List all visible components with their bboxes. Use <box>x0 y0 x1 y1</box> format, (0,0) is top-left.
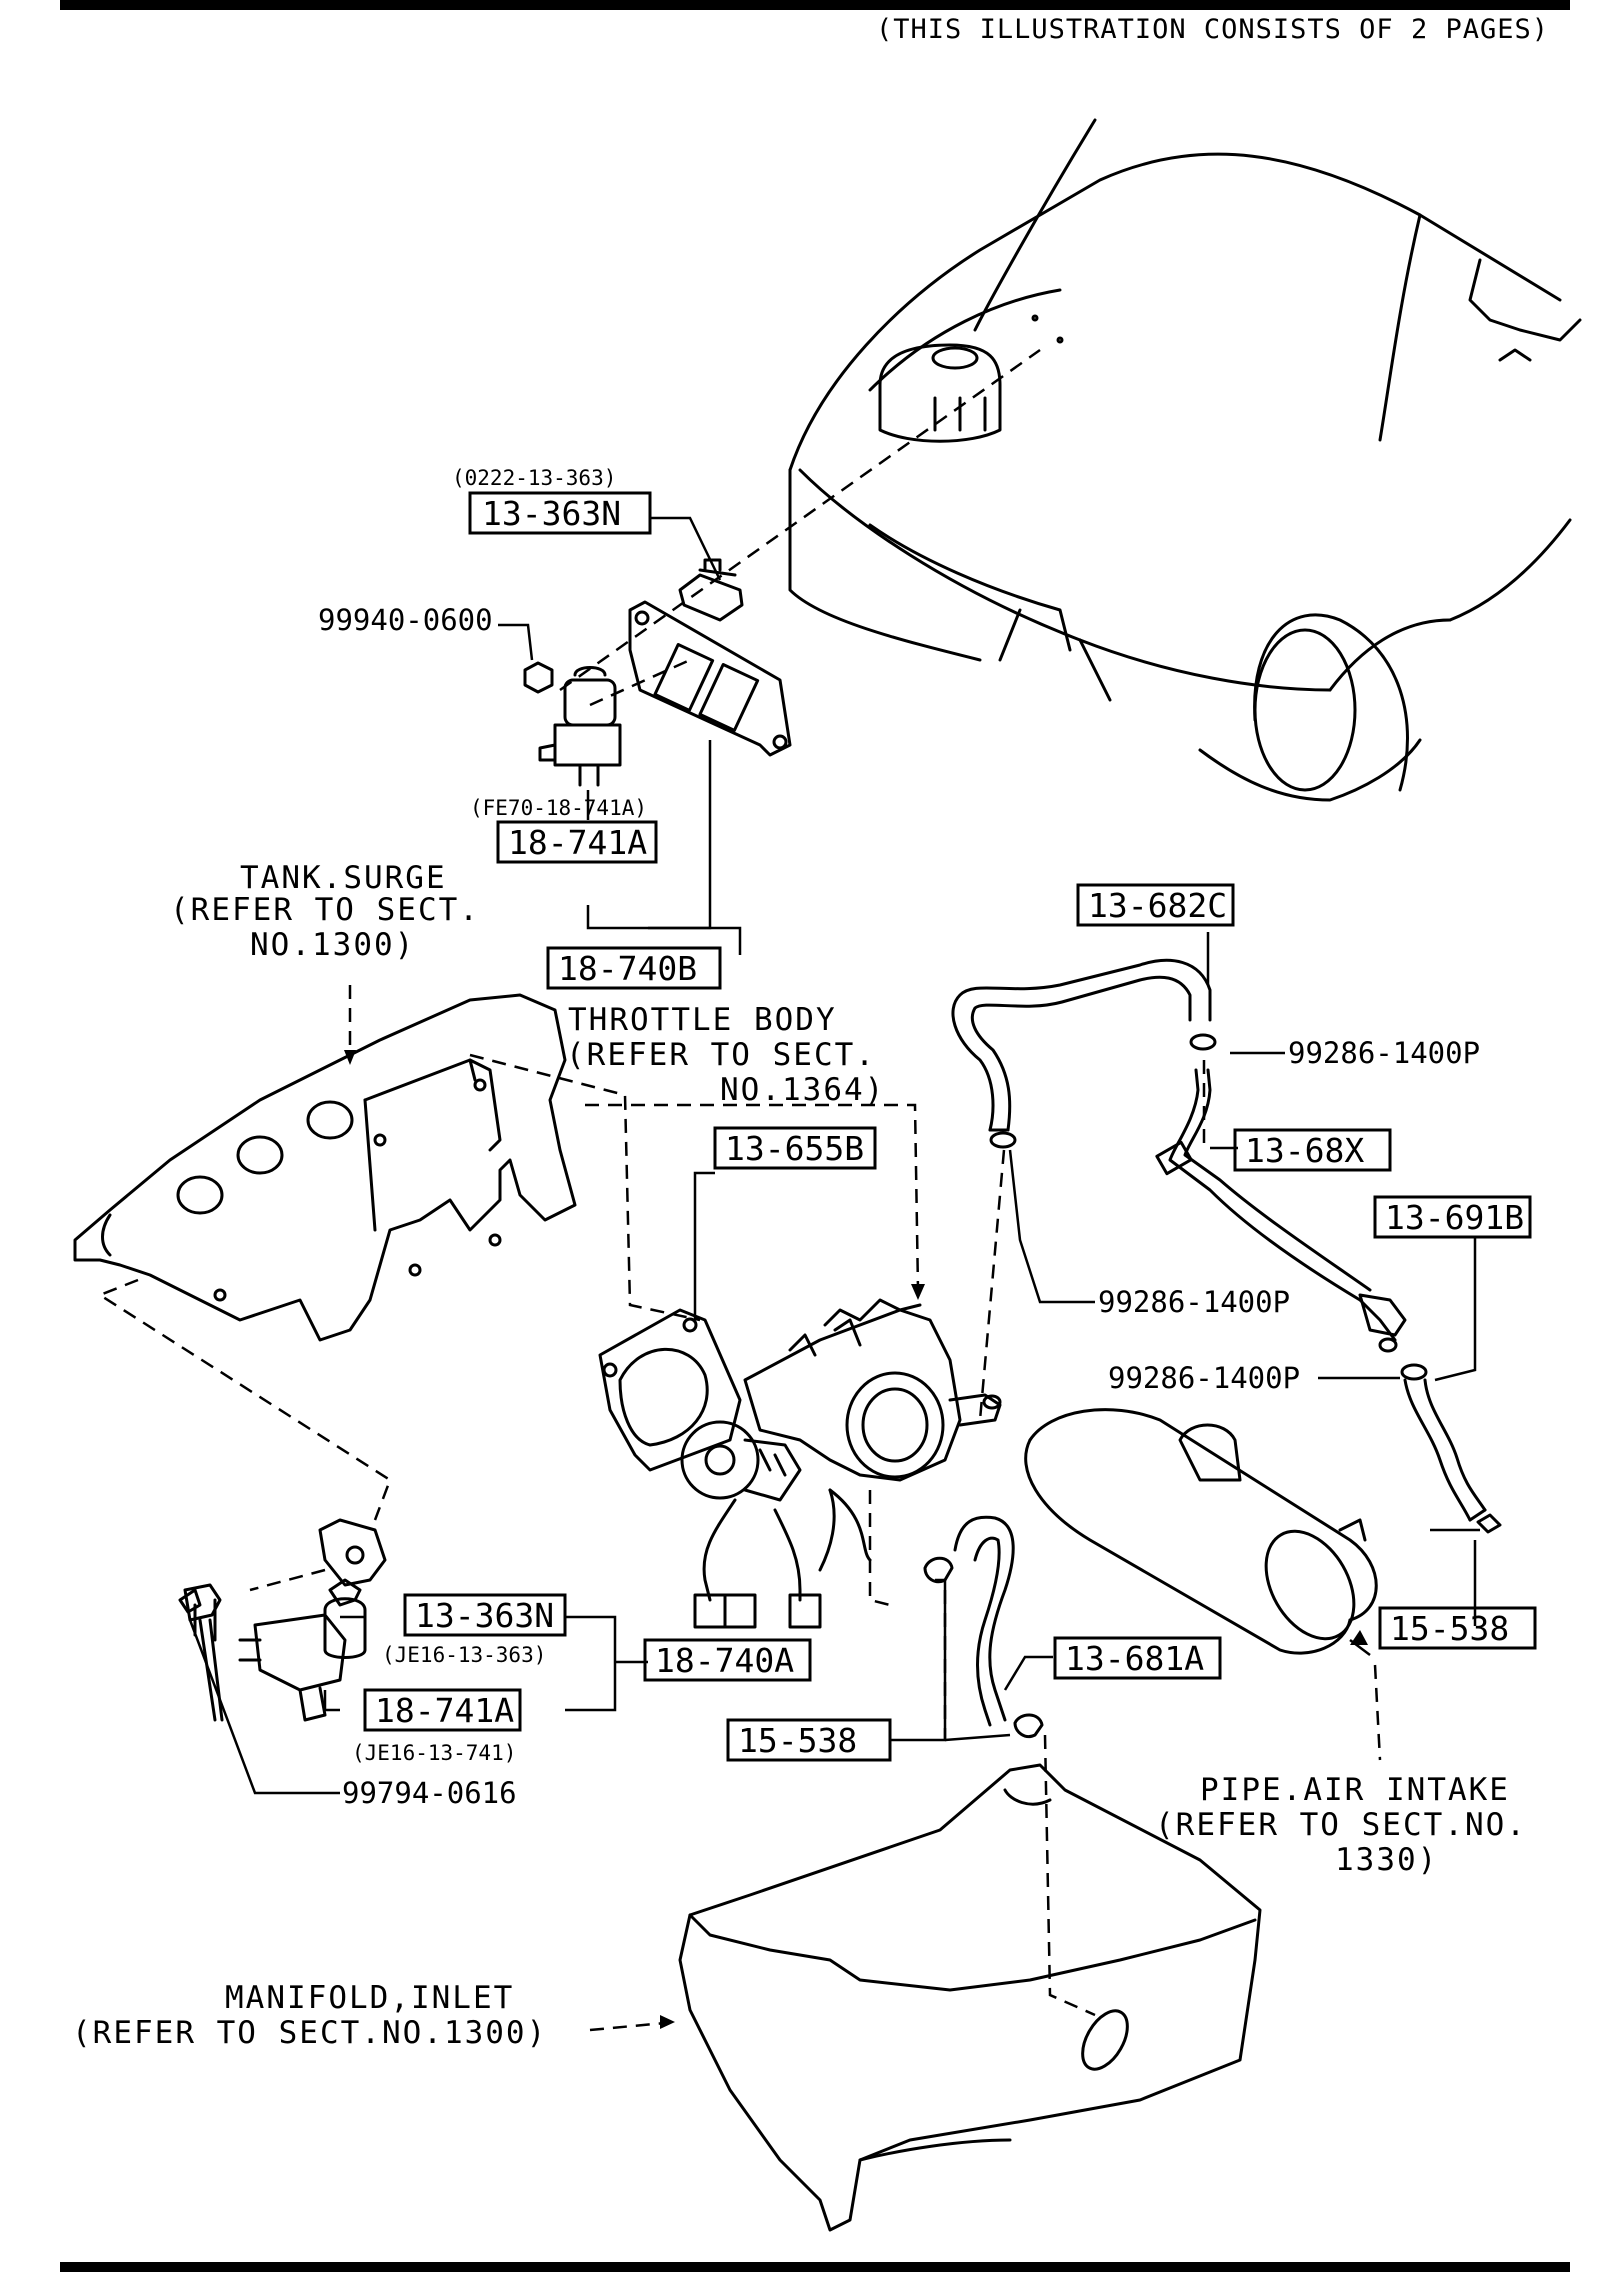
part-13-691b: 13-691B <box>1385 1198 1524 1237</box>
throttle-body-line3: NO.1364) <box>720 1072 885 1108</box>
part-99286-1400p-b: 99286-1400P <box>1098 1285 1290 1319</box>
pipe-air-intake-line1: PIPE.AIR INTAKE <box>1200 1772 1510 1808</box>
sub-number-fe70-18-741a: (FE70-18-741A) <box>470 796 647 820</box>
hose-13-691b-illustration <box>1400 1363 1502 1534</box>
part-18-740b: 18-740B <box>558 949 697 988</box>
dashed-reference-lines <box>97 348 1382 2032</box>
part-frames <box>363 491 1537 1762</box>
surge-tank-illustration <box>73 993 577 1342</box>
sub-number-je16-13-363: (JE16-13-363) <box>382 1643 546 1667</box>
throttle-body-line2: (REFER TO SECT. <box>566 1037 876 1073</box>
throttle-body-illustration <box>598 1298 1002 1629</box>
manifold-inlet-line2: (REFER TO SECT.NO.1300) <box>72 2015 547 2051</box>
solenoid-bracket-upper <box>523 558 792 787</box>
manifold-inlet-line1: MANIFOLD,INLET <box>225 1980 514 2016</box>
part-99940-0600: 99940-0600 <box>318 603 493 637</box>
part-18-741a-bottom: 18-741A <box>375 1691 514 1730</box>
part-18-740a: 18-740A <box>655 1641 794 1680</box>
part-15-538-right: 15-538 <box>1390 1609 1509 1648</box>
tank-surge-line1: TANK.SURGE <box>240 860 447 896</box>
pipe-air-intake-line2: (REFER TO SECT.NO. <box>1155 1807 1527 1843</box>
pipe-air-intake-line3: 1330) <box>1335 1842 1438 1878</box>
part-99286-1400p-c: 99286-1400P <box>1108 1361 1300 1395</box>
part-13-682c: 13-682C <box>1088 886 1227 925</box>
air-intake-pipe-illustration <box>1024 1408 1378 1655</box>
page-count-note: (THIS ILLUSTRATION CONSISTS OF 2 PAGES) <box>876 14 1549 45</box>
part-18-741a-top: 18-741A <box>508 823 647 862</box>
car-body-illustration <box>788 118 1582 802</box>
sub-number-0222-13-363: (0222-13-363) <box>452 466 616 490</box>
sub-number-je16-13-741: (JE16-13-741) <box>352 1741 516 1765</box>
leader-lines <box>188 516 1480 1795</box>
part-13-363n-top: 13-363N <box>482 494 621 533</box>
throttle-body-line1: THROTTLE BODY <box>568 1002 837 1038</box>
hose-13-682c-illustration <box>951 958 1212 1149</box>
intake-manifold-illustration <box>678 1763 1262 2232</box>
part-99286-1400p-a: 99286-1400P <box>1288 1036 1480 1070</box>
top-rule <box>60 0 1570 10</box>
bolt-illustration <box>178 1588 202 1614</box>
part-13-655b: 13-655B <box>725 1129 864 1168</box>
part-labels: (0222-13-363) 13-363N 99940-0600 (FE70-1… <box>72 466 1527 2051</box>
bottom-rule <box>60 2262 1570 2272</box>
part-99794-0616: 99794-0616 <box>342 1776 517 1810</box>
part-13-68x: 13-68X <box>1245 1131 1364 1170</box>
tank-surge-line3: NO.1300) <box>250 927 415 963</box>
hose-13-681a-illustration <box>923 1515 1044 1738</box>
part-15-538-left: 15-538 <box>738 1721 857 1760</box>
part-13-681a: 13-681A <box>1065 1639 1204 1678</box>
part-13-363n-bottom: 13-363N <box>415 1596 554 1635</box>
tank-surge-line2: (REFER TO SECT. <box>170 892 480 928</box>
arrow-heads <box>344 1050 1368 2029</box>
